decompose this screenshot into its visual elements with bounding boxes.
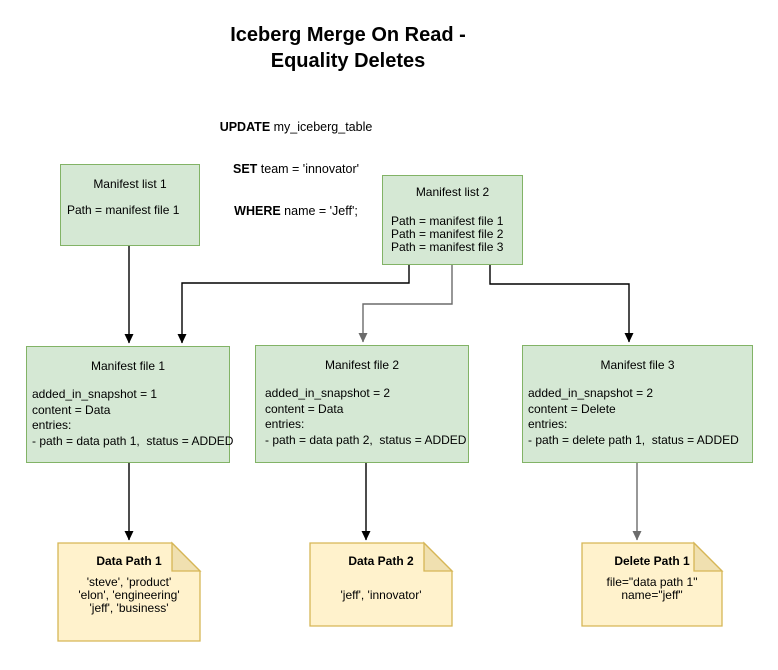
delete-path-1-node: Delete Path 1 file="data path 1" name="j… [582,543,722,602]
sql-keyword-set: SET [232,162,258,176]
note-shape-data-path-2 [309,541,454,627]
manifest-list-2-line: Path = manifest file 1 [391,214,504,228]
data-path-2-node: Data Path 2 'jeff', 'innovator' [310,543,452,602]
note-shape-data-path-1 [57,541,202,642]
manifest-file-1-line: - path = data path 1, status = ADDED [32,433,234,448]
data-path-1-node: Data Path 1 'steve', 'product' 'elon', '… [58,543,200,615]
manifest-file-2-line: added_in_snapshot = 2 [265,386,391,400]
manifest-list-2-line: Path = manifest file 2 [391,227,504,241]
manifest-file-3-line: entries: [528,417,568,431]
sql-keyword-where: WHERE [234,204,281,218]
manifest-list-2-node: Manifest list 2 Path = manifest file 1 P… [382,175,523,265]
data-path-1-line: 'steve', 'product' [86,575,172,589]
sql-line-set: SET team = 'innovator' [196,162,396,176]
manifest-list-1-title: Manifest list 1 [93,177,167,191]
sql-line-where: WHERE name = 'Jeff'; [196,204,396,218]
manifest-file-1-title: Manifest file 1 [90,359,166,373]
diagram-title: Iceberg Merge On Read - Equality Deletes [188,22,508,74]
manifest-file-1-node: Manifest file 1 added_in_snapshot = 1 co… [26,346,234,463]
arrow-manifest-list-2-to-manifest-file-2 [358,265,453,343]
manifest-file-1-line: added_in_snapshot = 1 [32,387,158,401]
manifest-file-2-line: - path = data path 2, status = ADDED [265,432,467,447]
arrow-manifest-list-2-to-manifest-file-3 [489,265,634,343]
manifest-file-1-line: entries: [32,418,72,432]
manifest-file-2-line: content = Data [265,401,344,416]
arrow-manifest-list-2-to-manifest-file-1 [177,265,410,344]
manifest-list-2-line: Path = manifest file 3 [391,240,504,254]
data-path-1-title: Data Path 1 [96,554,162,568]
manifest-file-2-title: Manifest file 2 [324,358,400,372]
sql-line-update: UPDATE my_iceberg_table [196,120,396,134]
manifest-file-3-line: - path = delete path 1, status = ADDED [528,432,739,447]
manifest-list-1-line: Path = manifest file 1 [67,203,180,217]
manifest-file-2-node: Manifest file 2 added_in_snapshot = 2 co… [255,345,469,463]
manifest-file-1-line: content = Data [32,402,111,417]
manifest-file-3-line: added_in_snapshot = 2 [528,386,654,400]
manifest-list-2-title: Manifest list 2 [415,185,490,199]
diagram-title-line-2: Equality Deletes [270,50,426,72]
manifest-file-3-node: Manifest file 3 added_in_snapshot = 2 co… [522,345,753,463]
delete-path-1-title: Delete Path 1 [614,554,690,568]
sql-text-set: team = 'innovator' [257,162,359,176]
sql-keyword-update: UPDATE [219,120,271,134]
delete-path-1-line: name="jeff" [621,588,683,602]
note-shape-delete-path-1 [581,541,724,627]
delete-path-1-line: file="data path 1" [606,575,698,589]
data-path-2-line: 'jeff', 'innovator' [340,588,422,602]
sql-text-where: name = 'Jeff'; [280,204,358,218]
sql-statement: UPDATE my_iceberg_table SET team = 'inno… [196,92,396,246]
data-path-1-line: 'jeff', 'business' [89,601,169,615]
data-path-2-title: Data Path 2 [348,554,414,568]
sql-text-update: my_iceberg_table [270,120,373,134]
manifest-list-1-node: Manifest list 1 Path = manifest file 1 [60,164,200,246]
manifest-file-3-line: content = Delete [528,401,616,416]
data-path-1-line: 'elon', 'engineering' [78,588,180,602]
manifest-file-3-title: Manifest file 3 [600,358,675,372]
diagram-title-line-1: Iceberg Merge On Read - [230,24,466,46]
manifest-file-2-line: entries: [265,417,305,431]
